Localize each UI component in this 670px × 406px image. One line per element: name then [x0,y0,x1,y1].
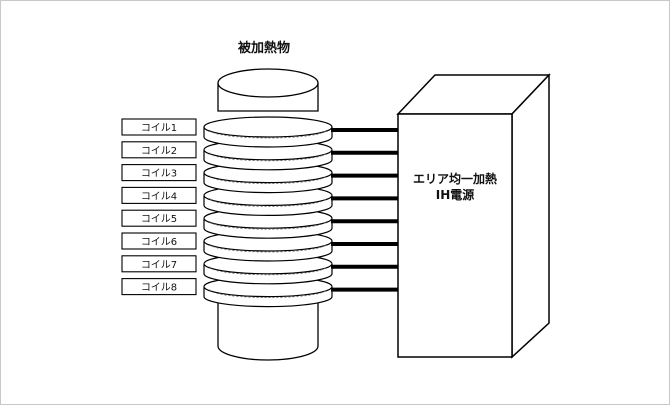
coil-label-box: コイル2 [121,141,197,159]
coil-label-box: コイル1 [121,118,197,136]
coil-label-box: コイル3 [121,164,197,182]
coil-label: コイル6 [141,237,177,248]
coil-label: コイル7 [141,260,177,271]
coil-ring [203,116,333,148]
cylinder-top-face [217,68,319,98]
power-supply-side [511,73,550,359]
coil-cables [331,128,398,292]
coil-label: コイル3 [141,169,177,180]
coil-label-box: コイル4 [121,186,197,204]
coil-stack [203,116,333,308]
power-supply-name: エリア均一加熱 [413,171,497,186]
coil-label-box: コイル5 [121,209,197,227]
coil-label-box: コイル6 [121,232,197,250]
coil-label: コイル2 [141,146,177,157]
coil-label: コイル1 [141,123,177,134]
coil-label-box: コイル7 [121,255,197,273]
coil-label-list: コイル1 コイル2 コイル3 コイル4 コイル5 コイル6 コイル7 コイル8 [121,118,197,296]
power-supply-front [397,113,513,358]
workpiece-label: 被加熱物 [237,40,290,56]
ih-power-supply: エリア均一加熱 IH電源 [396,73,551,359]
coil-label-box: コイル8 [121,278,197,296]
coil-label: コイル5 [141,214,177,225]
coil-label: コイル8 [141,283,177,294]
workpiece-cylinder [217,68,319,361]
coil-label: コイル4 [141,191,177,202]
power-supply-type: IH電源 [436,187,475,202]
